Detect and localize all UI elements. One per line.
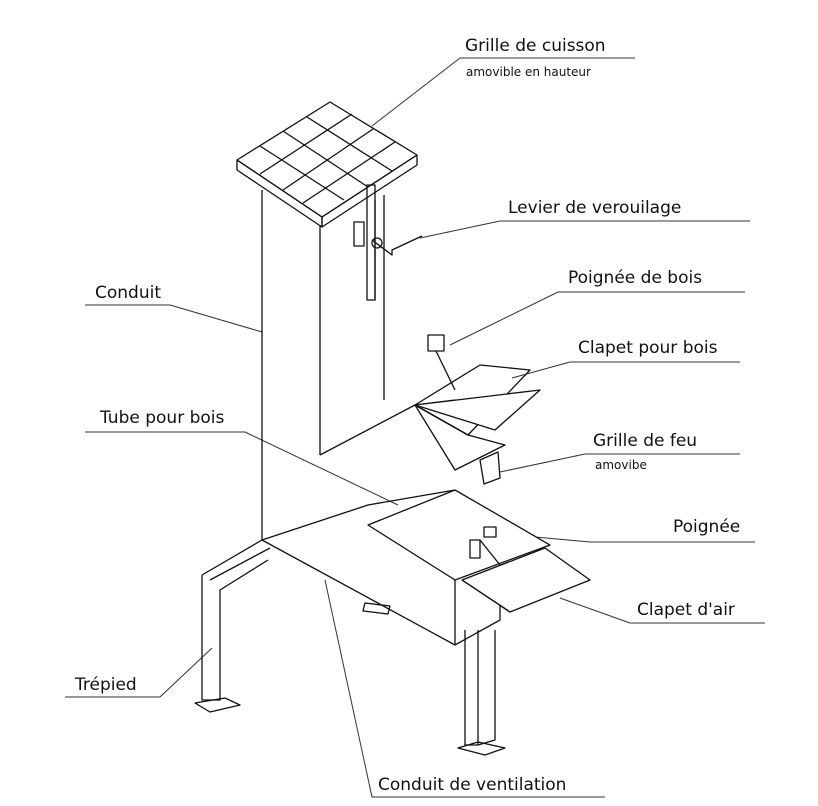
cooking-grill [236,101,418,228]
label-levier: Levier de verouilage [508,198,682,218]
label-trepied: Trépied [75,675,137,695]
tripod-legs [194,539,506,756]
label-conduit-ventilation: Conduit de ventilation [378,775,567,795]
label-grille-feu: Grille de feu [593,431,698,451]
label-tube-bois: Tube pour bois [100,408,225,428]
chimney [261,190,385,540]
label-clapet-bois: Clapet pour bois [578,338,718,358]
label-conduit: Conduit [95,283,161,303]
label-grille-cuisson-sub: amovible en hauteur [466,65,591,79]
base-box [261,489,591,646]
label-grille-feu-sub: amovibe [595,458,647,472]
label-poignee-bois: Poignée de bois [568,268,703,288]
locking-lever [353,184,423,301]
leader-lines [65,57,765,798]
label-grille-cuisson: Grille de cuisson [465,36,606,56]
wood-tube [261,334,541,541]
label-poignee: Poignée [673,517,741,537]
label-clapet-air: Clapet d'air [637,600,735,620]
